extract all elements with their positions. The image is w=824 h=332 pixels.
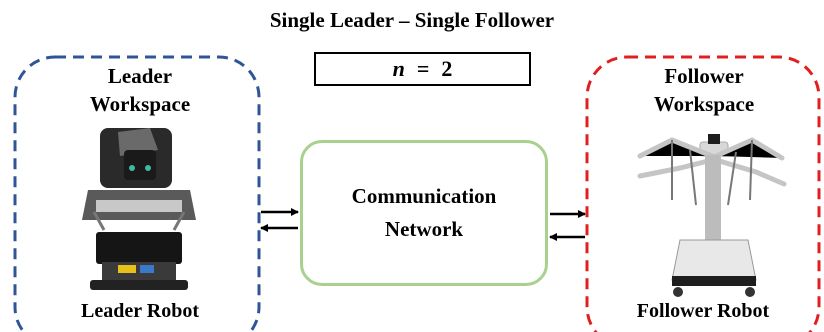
leader-workspace-line2: Workspace bbox=[89, 92, 191, 116]
follower-workspace-box bbox=[585, 55, 821, 332]
leader-workspace-label: Leader Workspace bbox=[50, 62, 230, 118]
n-value: 2 bbox=[441, 56, 453, 81]
network-line1: Communication bbox=[351, 184, 497, 208]
follower-workspace-label: Follower Workspace bbox=[614, 62, 794, 118]
leader-robot-image bbox=[82, 128, 196, 290]
communication-network-box: Communication Network bbox=[300, 140, 548, 286]
diagram-title: Single Leader – Single Follower bbox=[269, 8, 555, 32]
leader-workspace-box bbox=[13, 55, 261, 332]
n-operator: = bbox=[416, 56, 430, 81]
n-equation-box: n = 2 bbox=[314, 52, 531, 86]
network-line2: Network bbox=[384, 217, 464, 241]
leader-workspace-line1: Leader bbox=[107, 64, 173, 88]
leader-robot-label: Leader Robot bbox=[81, 300, 199, 322]
follower-workspace-line2: Workspace bbox=[653, 92, 755, 116]
follower-workspace-line1: Follower bbox=[664, 64, 744, 88]
n-variable: n bbox=[392, 56, 405, 81]
follower-robot-image bbox=[637, 134, 787, 297]
follower-robot-label: Follower Robot bbox=[636, 300, 770, 322]
